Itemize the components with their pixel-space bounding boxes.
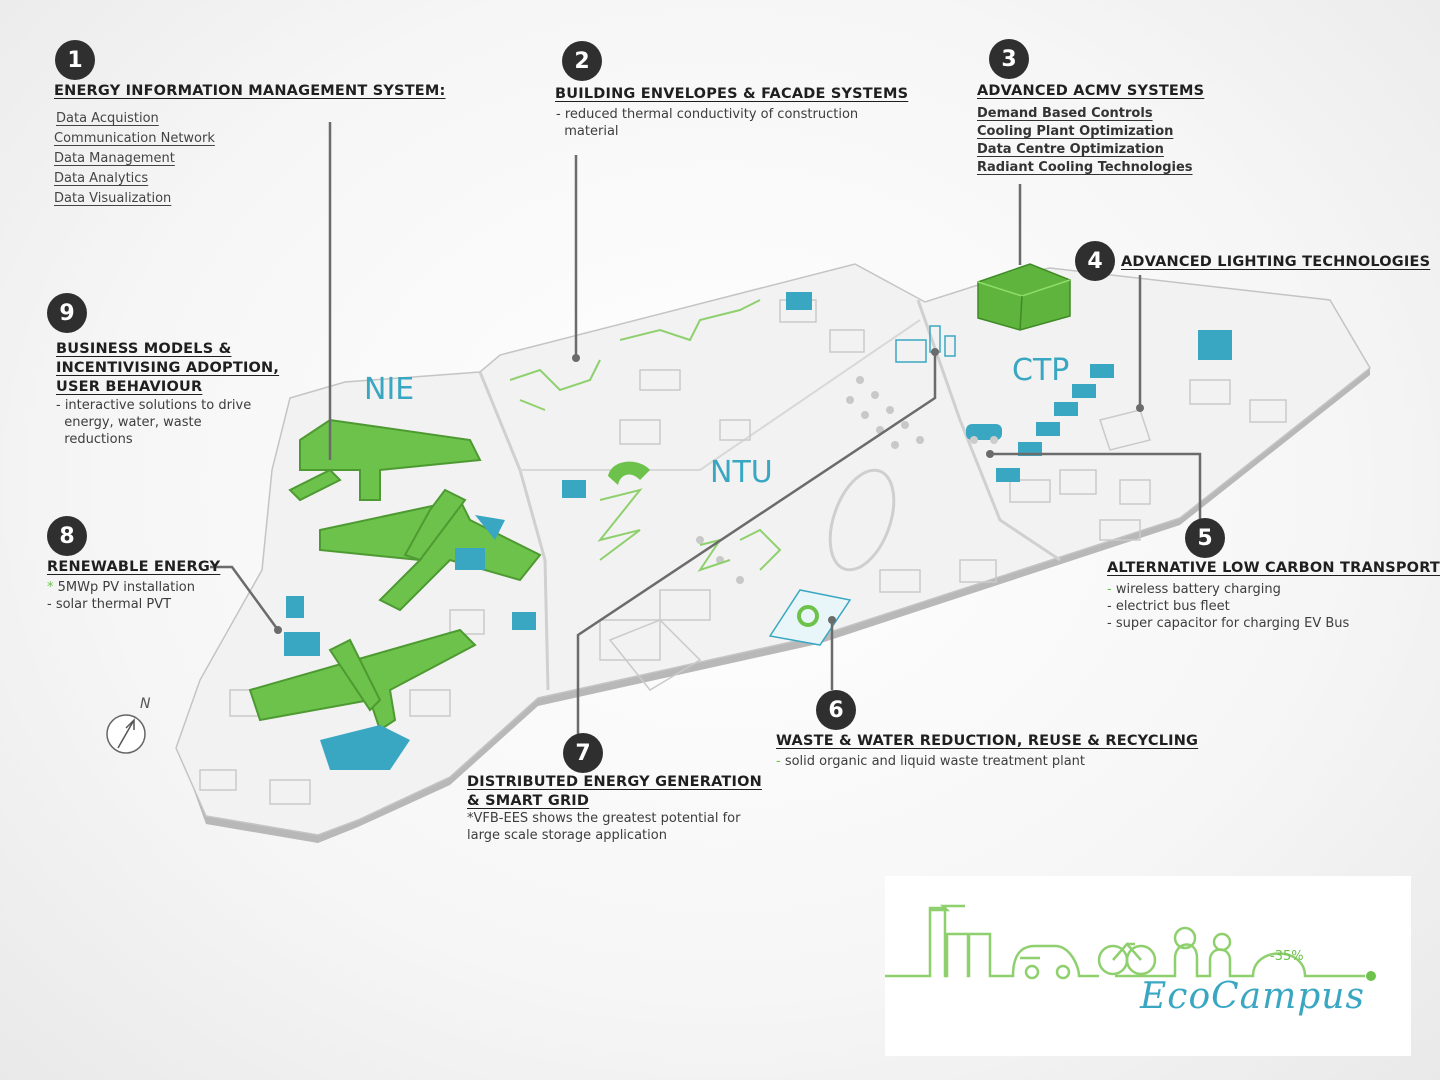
road-north: [520, 319, 921, 471]
recycling-plant: [768, 589, 852, 646]
green-ring-building: [608, 461, 650, 485]
link-demand-controls[interactable]: Demand Based Controls: [977, 106, 1153, 121]
badge-9: 9: [47, 293, 87, 333]
label-ctp: CTP: [1012, 353, 1070, 388]
heading-building-envelopes[interactable]: BUILDING ENVELOPES & FACADE SYSTEMS: [555, 86, 909, 102]
link-radiant-cooling[interactable]: Radiant Cooling Technologies: [977, 160, 1193, 175]
desc-distributed-energy: *VFB-EES shows the greatest potential fo…: [467, 811, 741, 843]
link-data-management[interactable]: Data Management: [54, 151, 175, 166]
link-cooling-plant[interactable]: Cooling Plant Optimization: [977, 124, 1174, 139]
trees: [696, 376, 924, 584]
logo-title: EcoCampus: [1140, 976, 1365, 1017]
ecocampus-logo: -35% EcoCampus: [853, 876, 1411, 1056]
badge-5: 5: [1185, 518, 1225, 558]
links-acmv: Demand Based Controls Cooling Plant Opti…: [977, 106, 1193, 178]
heading-waste-water[interactable]: WASTE & WATER REDUCTION, REUSE & RECYCLI…: [776, 733, 1199, 749]
leader-dots: [274, 348, 1144, 634]
badge-2: 2: [562, 41, 602, 81]
envelope-buildings: [509, 299, 782, 572]
label-nie: NIE: [364, 372, 415, 407]
desc-transport: - wireless battery charging - electrict …: [1107, 582, 1350, 631]
badge-8: 8: [47, 516, 87, 556]
desc-renewable: * 5MWp PV installation - solar thermal P…: [47, 580, 196, 612]
compass-label: N: [140, 696, 151, 712]
link-data-acquisition[interactable]: Data Acquistion: [56, 111, 159, 126]
heading-renewable[interactable]: RENEWABLE ENERGY: [47, 559, 221, 575]
badge-1: 1: [55, 40, 95, 80]
heading-energy-info[interactable]: ENERGY INFORMATION MANAGEMENT SYSTEM:: [54, 83, 446, 99]
links-energy-info: Data Acquistion Communication Network Da…: [54, 111, 215, 211]
badge-6: 6: [816, 690, 856, 730]
solar-panels: [284, 292, 1232, 656]
heading-distributed-energy[interactable]: DISTRIBUTED ENERGY GENERATION & SMART GR…: [467, 774, 762, 809]
link-data-centre[interactable]: Data Centre Optimization: [977, 142, 1164, 157]
link-communication-network[interactable]: Communication Network: [54, 131, 215, 146]
ev-bus: [966, 424, 1002, 444]
link-data-visualization[interactable]: Data Visualization: [54, 191, 172, 206]
acmv-building: [977, 263, 1071, 331]
running-track: [828, 468, 896, 572]
heading-transport[interactable]: ALTERNATIVE LOW CARBON TRANSPORT: [1107, 560, 1440, 576]
desc-building-envelopes: - reduced thermal conductivity of constr…: [556, 107, 859, 139]
desc-business-models: - interactive solutions to drive energy,…: [56, 398, 252, 447]
grey-buildings: [199, 299, 1287, 805]
compass-icon: [106, 714, 146, 754]
heading-business-models[interactable]: BUSINESS MODELS & INCENTIVISING ADOPTION…: [56, 341, 280, 395]
road-east: [916, 299, 1061, 562]
road-west: [478, 371, 550, 691]
badge-3: 3: [989, 39, 1029, 79]
desc-waste-water: - solid organic and liquid waste treatme…: [776, 754, 1086, 769]
logo-percent: -35%: [1270, 949, 1304, 964]
badge-4: 4: [1075, 241, 1115, 281]
heading-lighting[interactable]: ADVANCED LIGHTING TECHNOLOGIES: [1121, 254, 1431, 270]
heading-acmv[interactable]: ADVANCED ACMV SYSTEMS: [977, 83, 1205, 99]
teal-buildings: [320, 515, 505, 770]
badge-7: 7: [563, 733, 603, 773]
label-ntu: NTU: [710, 455, 773, 490]
ecocampus-skyline: [853, 904, 1376, 981]
recycle-icon: [797, 605, 819, 627]
leader-lines: [210, 122, 1202, 736]
link-data-analytics[interactable]: Data Analytics: [54, 171, 149, 186]
